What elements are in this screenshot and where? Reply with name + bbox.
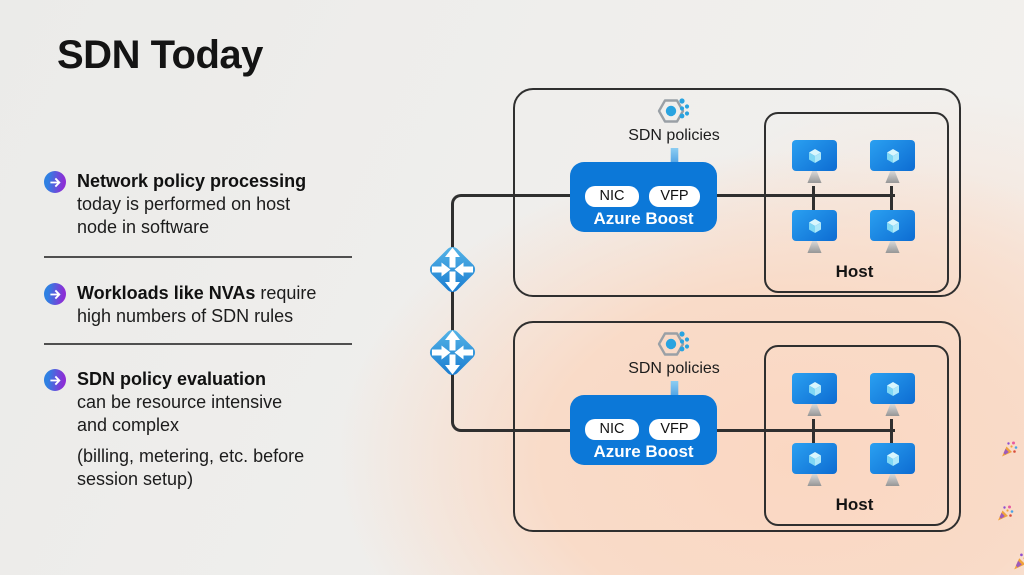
- virtual-machine-icon: [870, 140, 915, 183]
- bullet-bold-text: SDN policy evaluation: [77, 369, 267, 389]
- party-popper-icon: [1002, 441, 1018, 457]
- virtual-machine-icon: [870, 210, 915, 253]
- virtual-machine-icon: [792, 373, 837, 416]
- bullet-text: SDN policy evaluation can be resource int…: [77, 368, 304, 491]
- nic-box: NIC: [585, 419, 639, 440]
- vm-connector: [890, 419, 893, 445]
- router-icon: [427, 244, 478, 295]
- bullet-bold-text: Workloads like NVAs: [77, 283, 256, 303]
- virtual-machine-icon: [870, 373, 915, 416]
- sdn-policies-label: SDN policies: [628, 127, 720, 144]
- azure-boost-label: Azure Boost: [593, 209, 694, 228]
- bullet-workloads-nvas: Workloads like NVAs require high numbers…: [44, 282, 364, 328]
- virtual-machine-icon: [792, 140, 837, 183]
- page-title: SDN Today: [57, 33, 263, 77]
- router-icon: [427, 327, 478, 378]
- vfp-box: VFP: [649, 186, 700, 207]
- bullet-note-text: (billing, metering, etc. before session …: [77, 446, 305, 489]
- arrow-right-circle-icon: [44, 283, 66, 305]
- host-box: [764, 345, 949, 526]
- vm-connector: [890, 186, 893, 212]
- bullet-sdn-policy-evaluation: SDN policy evaluation can be resource int…: [44, 368, 364, 491]
- host-box: [764, 112, 949, 293]
- virtual-machine-icon: [870, 443, 915, 486]
- azure-boost-label: Azure Boost: [593, 442, 694, 461]
- divider: [44, 256, 352, 258]
- bullet-plain-text: today is performed on host node in softw…: [77, 194, 291, 237]
- virtual-machine-icon: [792, 210, 837, 253]
- virtual-machine-icon: [792, 443, 837, 486]
- nic-box: NIC: [585, 186, 639, 207]
- connector-line-vertical: [451, 206, 454, 418]
- divider: [44, 343, 352, 345]
- bullet-plain-text: can be resource intensive and complex: [77, 392, 283, 435]
- arrow-right-circle-icon: [44, 369, 66, 391]
- host-label: Host: [835, 495, 874, 514]
- vm-connector: [812, 419, 815, 445]
- host-label: Host: [835, 262, 874, 281]
- vfp-box: VFP: [649, 419, 700, 440]
- sdn-policies-hexagon-icon: [657, 330, 691, 356]
- sdn-policies-hexagon-icon: [657, 97, 691, 123]
- bullet-text: Workloads like NVAs require high numbers…: [77, 282, 316, 328]
- cluster-top: SDN policies NIC VFP Azure Boost Host: [513, 88, 961, 297]
- bullet-text: Network policy processing today is perfor…: [77, 170, 306, 239]
- cluster-bottom: SDN policies NIC VFP Azure Boost Host: [513, 321, 961, 532]
- party-popper-icon: [998, 505, 1014, 521]
- bullet-plain-text: require high numbers of SDN rules: [77, 283, 317, 326]
- vm-connector: [812, 186, 815, 212]
- sdn-policies-label: SDN policies: [628, 360, 720, 377]
- party-popper-icon: [1014, 552, 1024, 570]
- arrow-right-circle-icon: [44, 171, 66, 193]
- bullet-bold-text: Network policy processing: [77, 171, 307, 191]
- bullet-network-policy: Network policy processing today is perfor…: [44, 170, 364, 239]
